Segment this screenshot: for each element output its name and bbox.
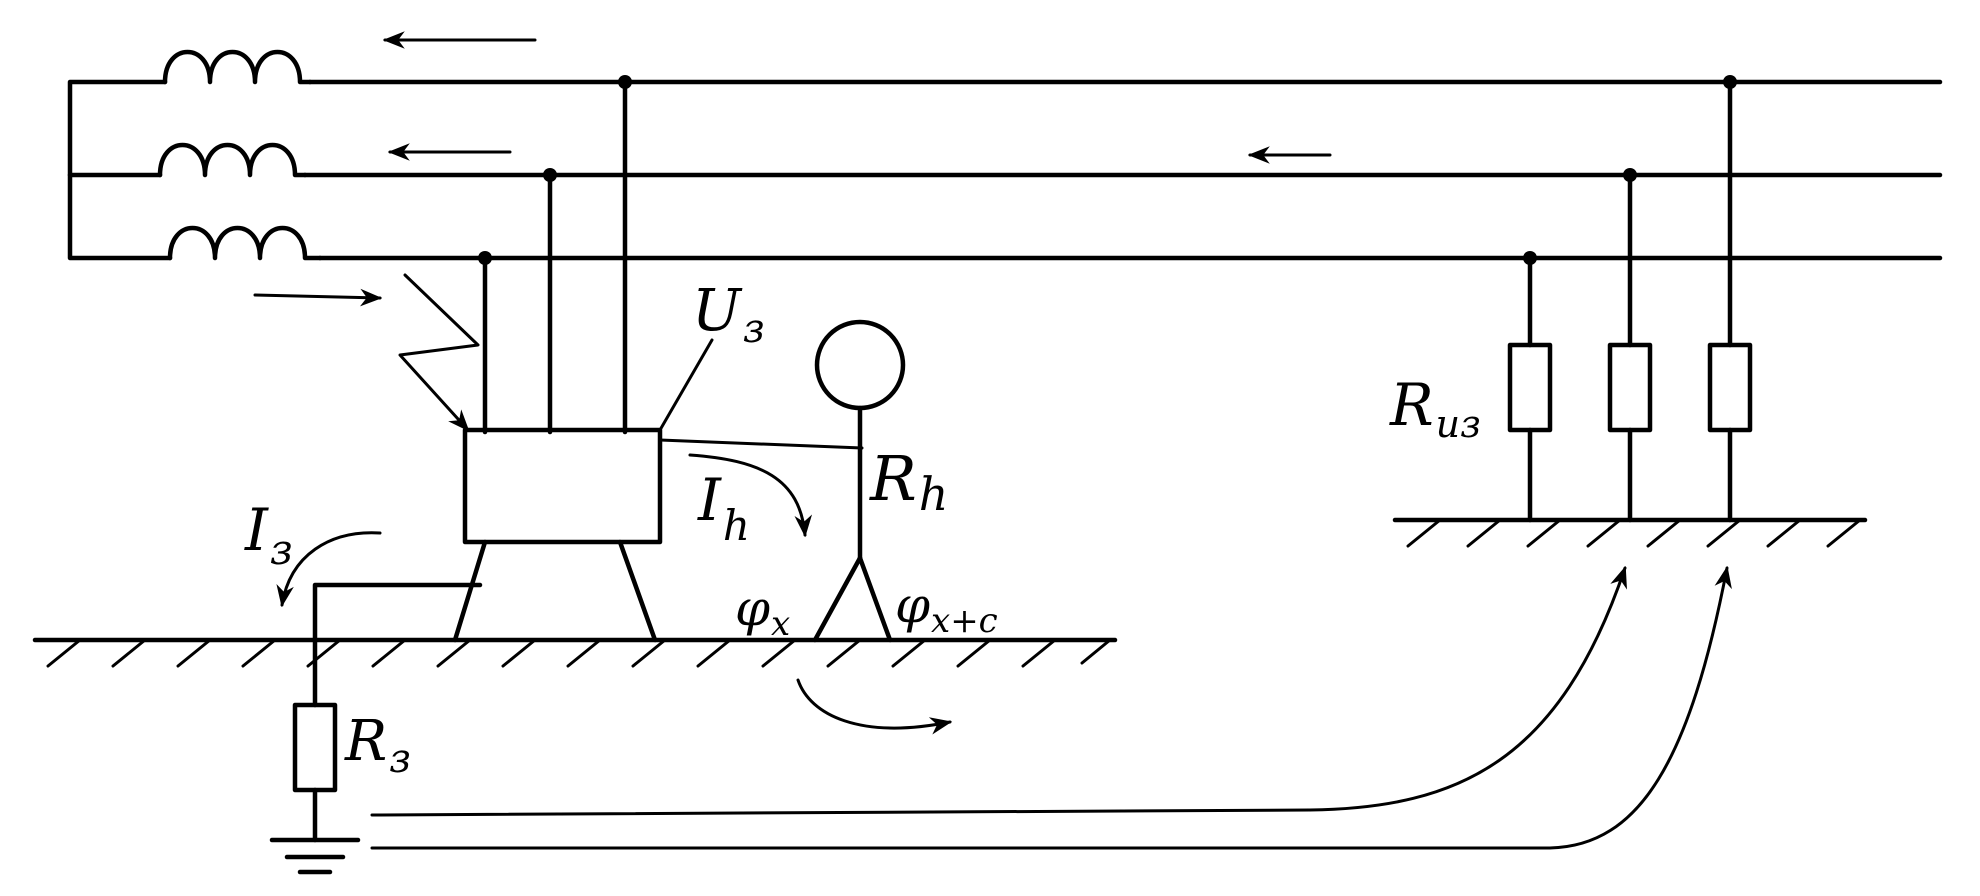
coil-icon — [162, 49, 313, 85]
equipment-taps — [478, 75, 632, 435]
generator-neutral-bar — [67, 79, 173, 261]
human-current-arrow — [688, 453, 813, 538]
human-current-label: Ih — [697, 466, 750, 550]
ground-surface-left — [32, 637, 1118, 668]
human-figure-icon — [812, 319, 906, 643]
equipment-leg-left — [452, 539, 488, 643]
grounding-conductor — [312, 582, 483, 708]
lightning-icon — [398, 273, 480, 432]
potential-x-label: φx — [735, 579, 790, 644]
human-resistance-label: Rh — [869, 442, 948, 521]
ground-resistance-label: Rз — [344, 709, 411, 782]
insulation-resistance-label: Rиз — [1389, 371, 1481, 446]
fault-voltage-leader — [658, 338, 714, 432]
generator-coils — [67, 49, 323, 261]
arrow-icon — [253, 288, 383, 307]
fault-voltage-label: Uз — [692, 276, 765, 352]
insulation-resistors — [1507, 75, 1753, 523]
phase-lines — [302, 79, 1943, 261]
return-path-2 — [370, 565, 1732, 850]
return-path-1 — [370, 565, 1627, 817]
resistor-icon — [1507, 342, 1553, 433]
ground-symbol-icon — [269, 837, 361, 875]
coil-icon — [157, 142, 308, 178]
fault-current-label: Iз — [244, 496, 293, 574]
resistor-icon — [1707, 342, 1753, 433]
fault-current-arrow — [276, 531, 382, 608]
equipment-enclosure — [462, 427, 663, 545]
coil-icon — [167, 225, 323, 261]
touch-contact-line — [658, 438, 864, 450]
potential-x-c-label: φx+c — [895, 576, 998, 641]
resistor-icon — [1607, 342, 1653, 433]
current-direction-arrows — [253, 31, 1332, 307]
ground-surface-right — [1392, 517, 1868, 548]
equipment-leg-right — [617, 539, 658, 643]
ground-current-arrow — [796, 678, 953, 735]
resistor-icon — [292, 702, 338, 793]
